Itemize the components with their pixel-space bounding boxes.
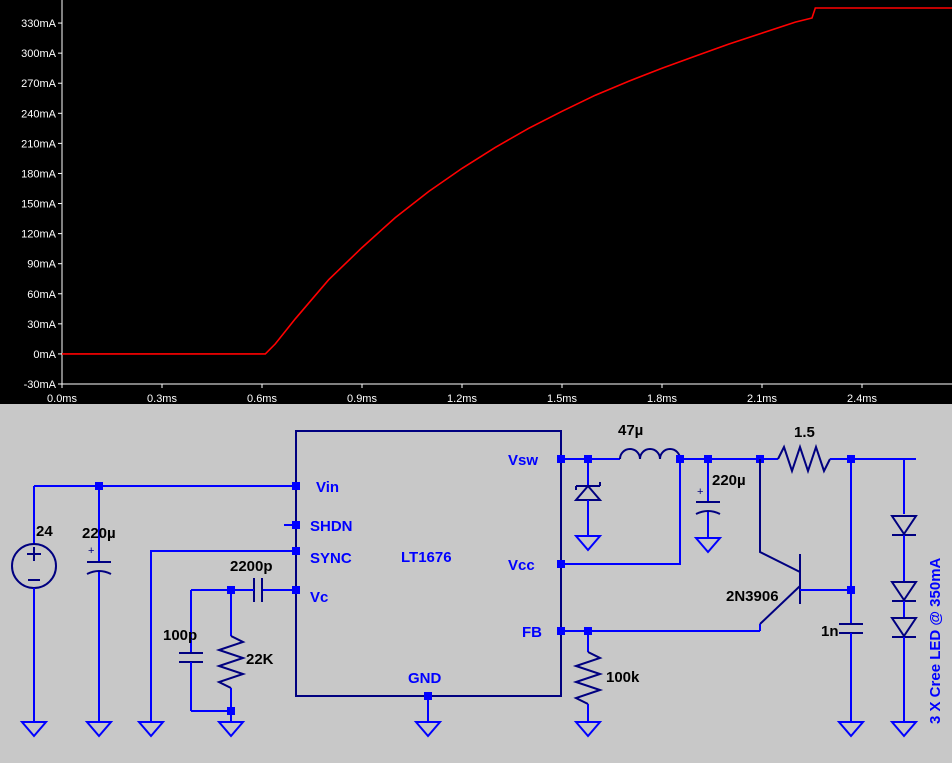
y-tick-label: 300mA	[21, 48, 57, 60]
y-tick-label: 120mA	[21, 229, 57, 241]
pin-gnd-label: GND	[408, 670, 442, 687]
sync-wire	[150, 550, 296, 722]
comp-cap-label: 2200p	[230, 558, 273, 575]
pin-shdn-marker	[292, 521, 300, 529]
current-waveform-chart: -30mA 0mA 30mA 60mA 90mA 120mA 150mA 180mA 210mA…	[21, 0, 952, 405]
inductor-label: 47µ	[618, 422, 643, 439]
y-tick-label: 90mA	[27, 259, 56, 271]
y-tick-label: 330mA	[21, 18, 57, 30]
compensation-network	[179, 578, 300, 738]
filter-cap-label: 100p	[163, 627, 197, 644]
pin-fb-label: FB	[522, 624, 542, 641]
current-trace	[62, 7, 952, 355]
feedback-network	[557, 624, 761, 738]
x-tick-label: 1.8ms	[647, 393, 677, 404]
y-tick-label: 30mA	[27, 319, 56, 331]
output-capacitor: +	[693, 459, 723, 554]
x-tick-label: 0.6ms	[247, 393, 277, 404]
led-string	[889, 458, 919, 738]
y-tick-label: 0mA	[33, 349, 56, 361]
pin-vin-label: Vin	[316, 479, 339, 496]
pin-sync-marker	[292, 547, 300, 555]
input-capacitor: +	[84, 486, 114, 738]
waveform-panel: -30mA 0mA 30mA 60mA 90mA 120mA 150mA 180mA 210mA…	[0, 0, 952, 405]
y-tick-label: 60mA	[27, 289, 56, 301]
y-tick-label: 180mA	[21, 168, 57, 180]
inductor-coil	[619, 448, 681, 460]
y-tick-label: 150mA	[21, 199, 57, 211]
pin-shdn-label: SHDN	[310, 518, 353, 535]
pin-vcc-label: Vcc	[508, 557, 535, 574]
comp-res-label: 22K	[246, 651, 274, 668]
circuit-schematic: +	[11, 422, 944, 738]
pin-sync-label: SYNC	[310, 550, 352, 567]
fb-res-label: 100k	[606, 669, 640, 686]
y-tick-label: 240mA	[21, 108, 57, 120]
x-tick-label: 1.5ms	[547, 393, 577, 404]
y-tick-label: 270mA	[21, 78, 57, 90]
bypass-capacitor	[836, 623, 866, 738]
input-cap-label: 220µ	[82, 525, 116, 542]
sync-ground	[136, 721, 166, 738]
x-tick-label: 1.2ms	[447, 393, 477, 404]
pin-vc-label: Vc	[310, 589, 328, 606]
x-tick-label: 0.3ms	[147, 393, 177, 404]
svg-text:+: +	[88, 545, 94, 557]
sense-res-label: 1.5	[794, 424, 815, 441]
pin-vin-marker	[292, 482, 300, 490]
transistor-label: 2N3906	[726, 588, 779, 605]
led-label: 3 X Cree LED @ 350mA	[927, 557, 944, 724]
x-tick-label: 2.1ms	[747, 393, 777, 404]
pin-vsw-label: Vsw	[508, 452, 538, 469]
pin-vcc-marker	[557, 560, 565, 568]
x-tick-label: 0.9ms	[347, 393, 377, 404]
ic-name-label: LT1676	[401, 549, 452, 566]
source-value-label: 24	[36, 523, 53, 540]
bypass-cap-label: 1n	[821, 623, 839, 640]
catch-diode	[573, 459, 603, 552]
pin-gnd-marker	[424, 692, 432, 700]
x-tick-label: 0.0ms	[47, 393, 77, 404]
svg-text:+: +	[697, 486, 703, 498]
ic-ground	[413, 721, 443, 738]
y-tick-label: 210mA	[21, 138, 57, 150]
x-tick-label: 2.4ms	[847, 393, 877, 404]
output-cap-label: 220µ	[712, 472, 746, 489]
voltage-source	[11, 486, 57, 738]
y-tick-label: -30mA	[24, 379, 57, 391]
sense-resistor	[760, 443, 916, 475]
schematic-panel: +	[0, 404, 952, 758]
vcc-wire	[561, 459, 681, 565]
